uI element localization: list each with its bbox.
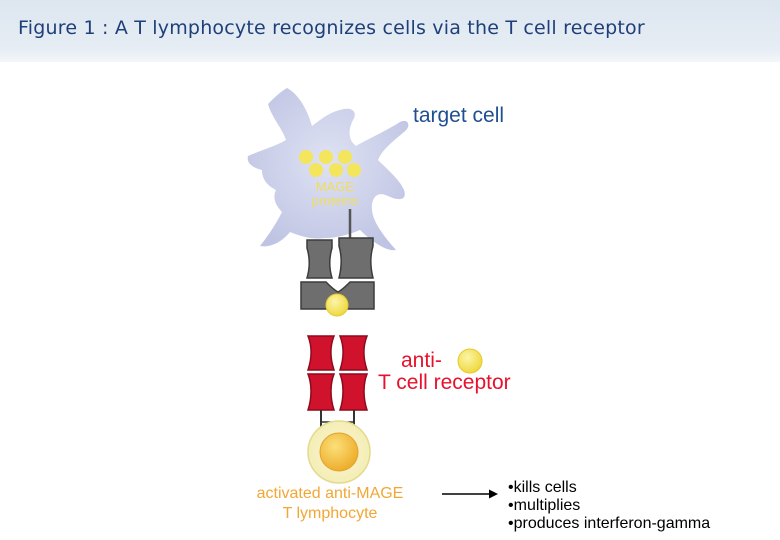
lymphocyte-label-line2: T lymphocyte: [282, 505, 378, 522]
mage-protein-cluster: [299, 150, 361, 177]
figure-header: Figure 1 : A T lymphocyte recognizes cel…: [0, 0, 780, 62]
outcome-item: multiplies: [508, 497, 710, 515]
lymphocyte-label-line1: activated anti-MAGE: [256, 485, 404, 502]
figure-title: Figure 1 : A T lymphocyte recognizes cel…: [18, 17, 645, 39]
target-cell-label: target cell: [413, 104, 505, 127]
mage-protein: [347, 163, 361, 177]
outcome-list: kills cells multiplies produces interfer…: [508, 479, 711, 533]
tcr-domain: [338, 335, 369, 371]
mhc-domain: [305, 239, 334, 279]
mage-protein: [309, 163, 323, 177]
mage-protein: [329, 163, 343, 177]
presented-mage-peptide: [325, 293, 349, 317]
t-lymphocyte: [307, 420, 371, 484]
mage-protein: [319, 150, 333, 164]
tcr-domain: [306, 335, 336, 371]
target-cell-body: [247, 88, 409, 251]
outcome-item: produces interferon-gamma: [508, 515, 711, 533]
mage-proteins-label: MAGE proteins: [290, 180, 380, 208]
tcr-domain: [338, 373, 369, 411]
tcr-label-line1: anti-: [401, 349, 442, 372]
lymphocyte-nucleus: [319, 432, 359, 472]
mhc-domain: [338, 237, 374, 279]
t-cell-receptor: [306, 335, 369, 431]
lymphocyte-label: activated anti-MAGE T lymphocyte: [225, 484, 435, 524]
outcome-item: kills cells: [508, 479, 710, 497]
tcr-domain: [306, 373, 336, 411]
tcr-label-line2: T cell receptor: [378, 371, 511, 394]
mage-label-line2: proteins: [311, 193, 359, 208]
mage-protein: [299, 150, 313, 164]
mage-label-line1: MAGE: [315, 179, 355, 194]
result-arrow: [442, 489, 498, 499]
mage-protein: [338, 150, 352, 164]
mage-symbol-icon: [457, 348, 483, 374]
